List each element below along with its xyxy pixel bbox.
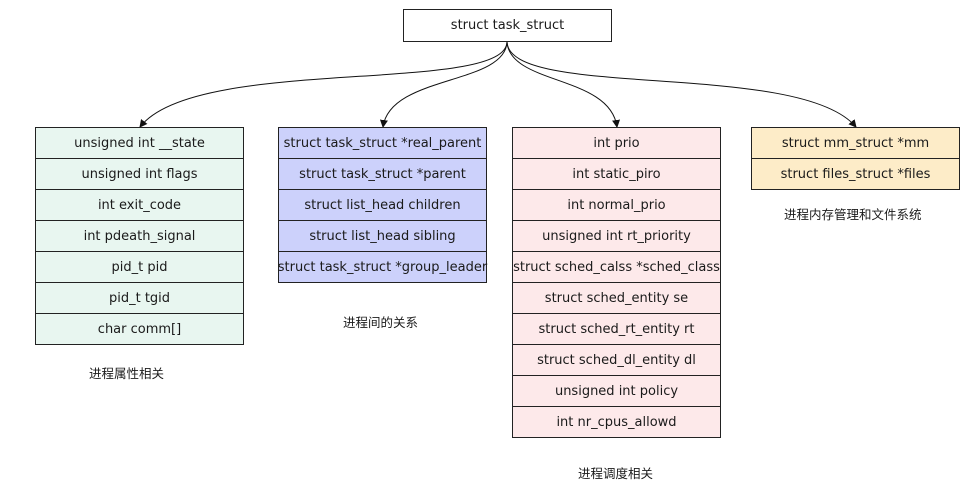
field-row: struct task_struct *real_parent <box>278 127 487 159</box>
field-row: unsigned int rt_priority <box>512 220 721 252</box>
field-row: struct sched_dl_entity dl <box>512 344 721 376</box>
field-row: struct sched_calss *sched_class <box>512 251 721 283</box>
field-row: struct task_struct *parent <box>278 158 487 190</box>
field-row: pid_t tgid <box>35 282 244 314</box>
connector-attributes <box>139 41 508 128</box>
field-row: int normal_prio <box>512 189 721 221</box>
caption-process-attributes: 进程属性相关 <box>89 366 165 381</box>
connector-memory-files <box>506 41 857 128</box>
connector-relations <box>379 41 508 128</box>
caption-process-relations: 进程间的关系 <box>343 315 419 330</box>
field-row: pid_t pid <box>35 251 244 283</box>
field-row: int prio <box>512 127 721 159</box>
field-row: int static_piro <box>512 158 721 190</box>
field-row: int nr_cpus_allowd <box>512 406 721 438</box>
field-row: struct mm_struct *mm <box>751 127 960 159</box>
field-row: struct files_struct *files <box>751 158 960 190</box>
task-struct-root: struct task_struct <box>403 9 612 42</box>
field-row: struct list_head children <box>278 189 487 221</box>
field-row: struct list_head sibling <box>278 220 487 252</box>
field-row: unsigned int __state <box>35 127 244 159</box>
connector-scheduling <box>506 41 621 128</box>
field-row: struct sched_rt_entity rt <box>512 313 721 345</box>
field-row: struct task_struct *group_leader <box>278 251 487 283</box>
caption-memory-files: 进程内存管理和文件系统 <box>784 207 922 222</box>
field-row: unsigned int flags <box>35 158 244 190</box>
field-row: unsigned int policy <box>512 375 721 407</box>
field-row: int exit_code <box>35 189 244 221</box>
caption-process-scheduling: 进程调度相关 <box>578 466 654 481</box>
field-row: struct sched_entity se <box>512 282 721 314</box>
field-row: char comm[] <box>35 313 244 345</box>
task-struct-root-label: struct task_struct <box>450 18 565 33</box>
field-row: int pdeath_signal <box>35 220 244 252</box>
